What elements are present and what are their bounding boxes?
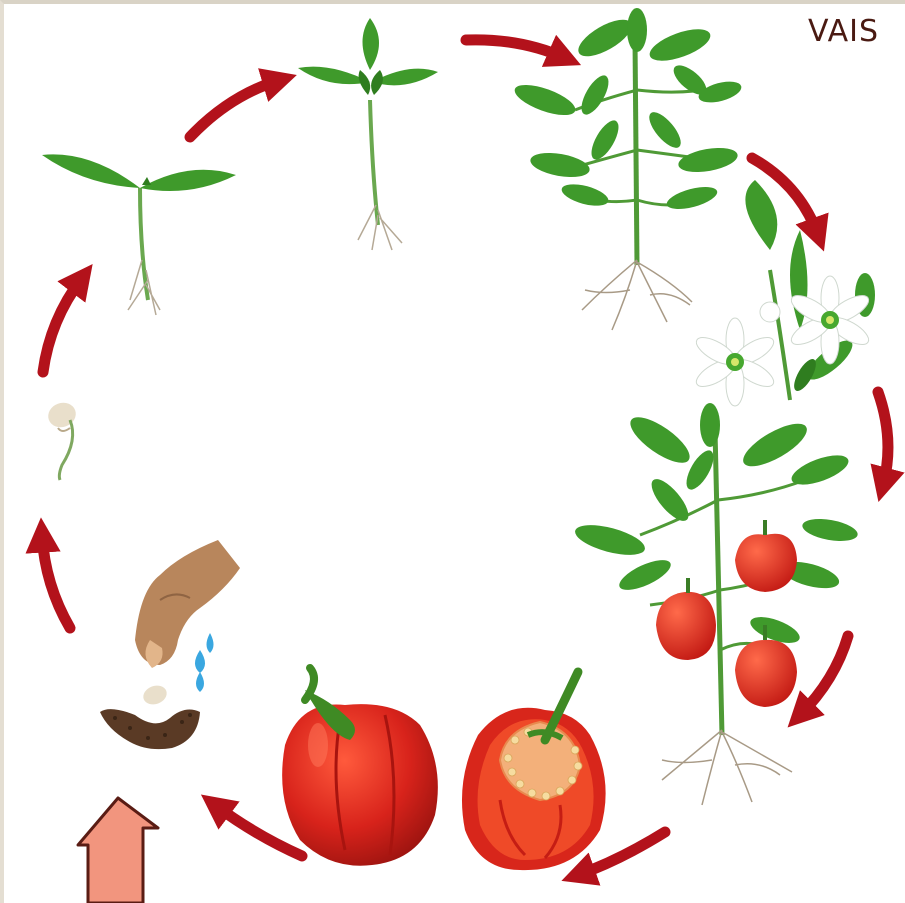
water-drop-2: [195, 650, 205, 673]
whole-pepper-icon: [282, 668, 438, 866]
soil-mound: [100, 709, 200, 749]
cycle-arrow-8: [42, 535, 70, 628]
cycle-arrow-1: [190, 80, 280, 137]
pepper-flower-1: [692, 318, 777, 406]
water-drop-1: [207, 633, 214, 653]
cycle-arrow-4: [878, 392, 888, 485]
flowering-branch-icon: [692, 180, 875, 406]
young-plant-icon: [298, 18, 438, 250]
hand-sowing-seed-icon: [100, 540, 240, 749]
cut-pepper-icon: [462, 672, 606, 870]
germinating-seed-icon: [45, 399, 80, 480]
cycle-arrow-9: [43, 278, 82, 372]
cycle-arrow-2: [466, 40, 565, 58]
fruiting-plant-icon: [572, 403, 859, 805]
up-pointer-arrow-icon: [78, 798, 158, 903]
water-drop-3: [196, 672, 204, 692]
cycle-arrow-5: [800, 636, 848, 715]
